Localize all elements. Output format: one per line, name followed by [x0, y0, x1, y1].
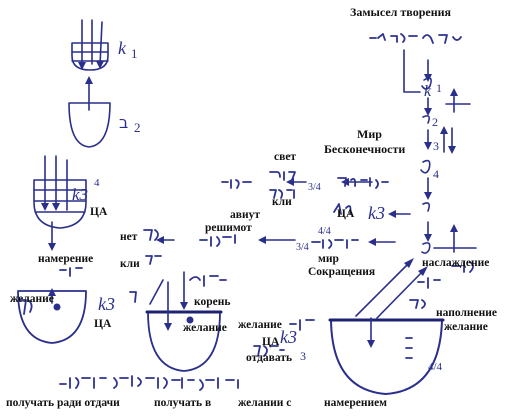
label-zhelanie-bottom: желание: [238, 319, 282, 331]
mark-k3-bottom: k3: [280, 327, 297, 347]
mark-b2: ב: [119, 113, 128, 132]
label-namereniem: намерением: [324, 397, 387, 409]
mark-frac-44: 4/4: [318, 226, 331, 237]
label-naslazhdenie: наслаждение: [422, 257, 489, 269]
label-net: нет: [120, 231, 138, 243]
top-left-vessel: [71, 42, 109, 71]
label-mir-sokr: мир: [318, 253, 339, 265]
label-poluchat-v: получать в: [154, 397, 211, 409]
mark-k1-top: k: [118, 38, 127, 58]
bowl-b2: [68, 102, 111, 148]
label-poluchat-radi: получать ради отдачи: [6, 397, 120, 409]
right-chain: [403, 49, 477, 254]
label-namerenie: намерение: [38, 253, 93, 265]
label-koren: корень: [194, 296, 230, 308]
mark-b2-sub: 2: [134, 120, 141, 135]
large-right-bowl: [328, 258, 445, 395]
label-aviut: авиут: [230, 209, 260, 221]
label-zamysel: Замысел творения: [350, 5, 452, 19]
label-zhelanie-left: желание: [10, 293, 54, 305]
label-ca-bottom: ЦА: [262, 336, 280, 348]
label-zhelanie-mid: желание: [183, 322, 227, 334]
middle-bowl: [145, 271, 223, 372]
mark-frac-34-a: 3/4: [308, 182, 321, 193]
label-kli-mid: кли: [120, 258, 140, 270]
mark-k3-ca: k3: [368, 203, 385, 223]
label-zhelanie-right: желание: [444, 321, 488, 333]
mark-num-2: 2: [432, 115, 438, 129]
arrows-left: [156, 178, 411, 246]
mark-num-3-bottom: 3: [300, 349, 306, 363]
mark-num-4: 4: [433, 167, 439, 181]
bottom-left-bowl: [17, 288, 87, 344]
arrow-to-namerenie: [48, 221, 56, 251]
mark-k3-bottom-left: k3: [98, 294, 115, 314]
label-svet: свет: [274, 151, 296, 163]
label-ca-mid: ЦА: [337, 208, 355, 220]
label-kli-top: кли: [272, 196, 292, 208]
label-napolnenie: наполнение: [436, 307, 497, 319]
upward-arrow-top-left: [85, 76, 93, 111]
mark-k1-right: k: [424, 83, 432, 100]
label-mir: Мир: [357, 127, 382, 141]
mark-k1-top-sub: 1: [131, 46, 138, 61]
left-vessel: [33, 155, 87, 229]
hebrew-scribbles: [19, 33, 474, 391]
label-reshimot: решимот: [205, 222, 252, 234]
label-zhelanii-s: желании с: [238, 397, 291, 409]
label-beskonechnosti: Бесконечности: [324, 142, 405, 156]
label-sokrascheniya: Сокращения: [308, 266, 375, 278]
label-ca-left: ЦА: [90, 206, 108, 218]
mark-k1-right-sub: 1: [436, 81, 442, 95]
label-ca-bottom-left: ЦА: [94, 318, 112, 330]
top-left-light-arrows: [78, 19, 104, 70]
mark-frac-44-bottom: 4/4: [428, 361, 443, 373]
label-otdavat: отдавать: [246, 352, 292, 364]
mark-k3-left-sup: 4: [94, 177, 100, 189]
mark-k3-left: k3: [72, 185, 88, 204]
mark-frac-34-b: 3/4: [296, 242, 309, 253]
mark-num-3: 3: [433, 139, 439, 153]
